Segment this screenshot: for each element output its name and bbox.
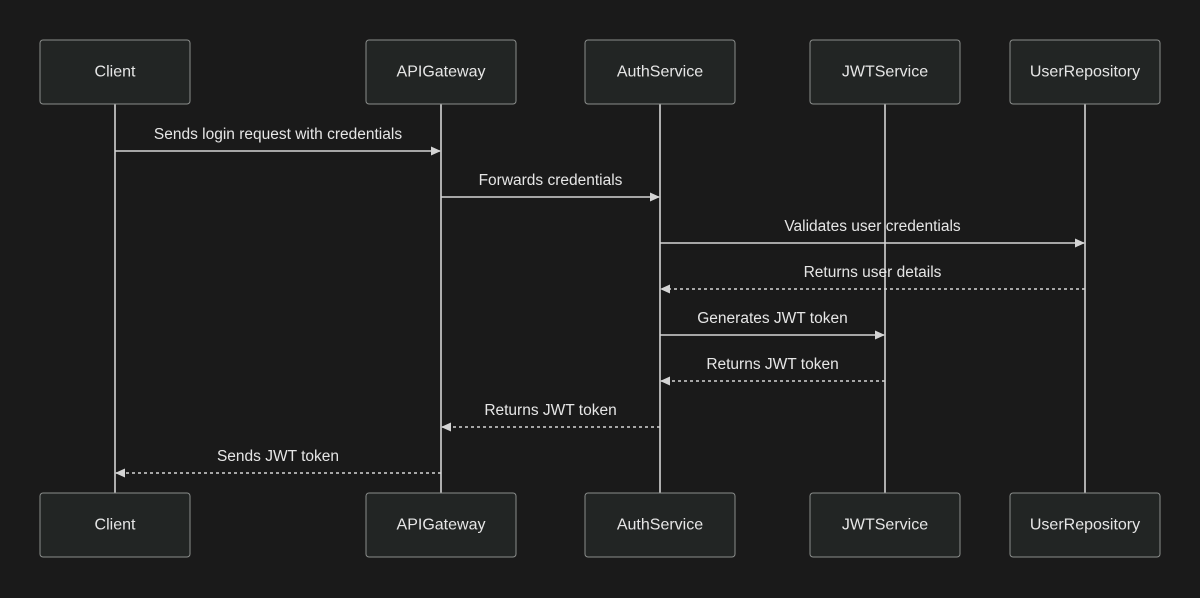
actor-label: JWTService [842,517,928,534]
message-4: Returns user details [660,264,1085,294]
actor-top-userrepository: UserRepository [1009,39,1161,105]
message-2: Forwards credentials [441,172,660,202]
actor-label: APIGateway [397,64,486,81]
message-label: Generates JWT token [697,310,847,327]
actor-bottom-userrepository: UserRepository [1009,492,1161,558]
actor-bottom-client: Client [39,492,191,558]
actor-label: UserRepository [1030,517,1140,534]
message-6: Returns JWT token [660,356,885,386]
message-1: Sends login request with credentials [115,126,441,156]
actor-top-client: Client [39,39,191,105]
actor-box [1009,39,1161,105]
message-5: Generates JWT token [660,310,885,340]
message-label: Returns JWT token [484,402,616,419]
actor-bottom-jwtservice: JWTService [809,492,961,558]
message-label: Sends login request with credentials [154,126,402,143]
actor-box [809,39,961,105]
actor-label: APIGateway [397,517,486,534]
message-label: Forwards credentials [479,172,623,189]
actor-box [584,492,736,558]
actor-label: UserRepository [1030,64,1140,81]
actor-top-authservice: AuthService [584,39,736,105]
actor-box [1009,492,1161,558]
actor-bottom-apigateway: APIGateway [365,492,517,558]
actor-label: JWTService [842,64,928,81]
actor-box [39,492,191,558]
message-7: Returns JWT token [441,402,660,432]
actor-label: AuthService [617,517,703,534]
message-label: Validates user credentials [784,218,961,235]
actor-label: AuthService [617,64,703,81]
actor-box [584,39,736,105]
actor-box [365,39,517,105]
message-label: Returns JWT token [706,356,838,373]
actor-top-apigateway: APIGateway [365,39,517,105]
message-label: Sends JWT token [217,448,339,465]
message-label: Returns user details [804,264,942,281]
message-3: Validates user credentials [660,218,1085,248]
actor-label: Client [95,64,136,81]
actor-box [365,492,517,558]
actor-top-jwtservice: JWTService [809,39,961,105]
actor-box [39,39,191,105]
actor-bottom-authservice: AuthService [584,492,736,558]
actor-label: Client [95,517,136,534]
actor-box [809,492,961,558]
message-8: Sends JWT token [115,448,441,478]
